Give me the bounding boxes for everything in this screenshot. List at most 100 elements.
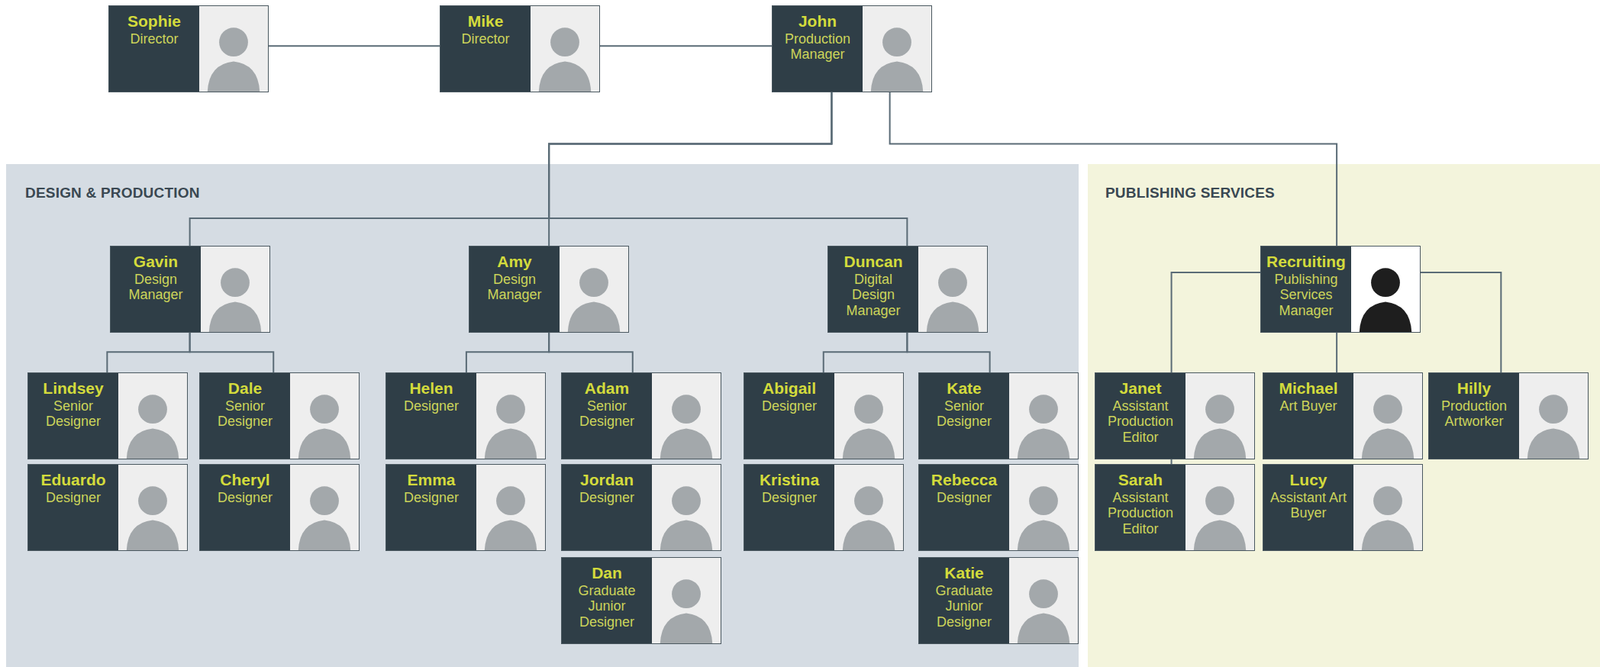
person-card: HillyProduction Artworker — [1428, 372, 1589, 460]
job-title: Assistant Art Buyer — [1267, 490, 1349, 521]
silhouette-head — [496, 394, 526, 424]
job-title: Digital Design Manager — [832, 271, 914, 318]
silhouette-body — [298, 519, 351, 551]
silhouette-body — [842, 519, 895, 551]
silhouette-head — [1205, 394, 1235, 424]
card-label-panel: EmmaDesigner — [386, 464, 477, 551]
reporting-line — [906, 332, 990, 373]
person-name: Gavin — [133, 251, 178, 271]
silhouette-head — [496, 486, 526, 516]
person-name: Mike — [467, 11, 504, 31]
job-title: Designer — [390, 398, 472, 414]
card-label-panel: RebeccaDesigner — [919, 464, 1010, 551]
department-band: DESIGN & PRODUCTIONGavinDesign ManagerAm… — [6, 164, 1079, 667]
silhouette-body — [126, 428, 179, 459]
department-heading: DESIGN & PRODUCTION — [25, 184, 200, 202]
reporting-line — [548, 92, 907, 246]
card-label-panel: DanGraduate Junior Designer — [561, 558, 652, 644]
job-title: Production Artworker — [1433, 398, 1515, 430]
silhouette-body — [842, 428, 895, 459]
photo-frame — [918, 246, 988, 333]
person-card: HelenDesigner — [385, 372, 546, 460]
card-label-panel: CherylDesigner — [200, 464, 291, 551]
silhouette-head — [309, 394, 339, 424]
card-label-panel: HillyProduction Artworker — [1429, 373, 1520, 459]
job-title: Designer — [32, 490, 114, 506]
person-name: Dan — [591, 563, 623, 583]
reporting-line — [190, 92, 833, 246]
job-title: Director — [445, 31, 526, 47]
photo-frame — [1009, 558, 1078, 644]
portrait-silhouette — [1351, 246, 1420, 333]
portrait-silhouette — [1009, 558, 1078, 644]
silhouette-body — [660, 428, 713, 459]
person-card: JohnProduction Manager — [771, 5, 933, 93]
reporting-line — [268, 45, 440, 47]
reporting-line — [466, 332, 549, 373]
person-card: AmyDesign Manager — [468, 245, 630, 333]
photo-frame — [1009, 464, 1078, 551]
photo-frame — [1351, 246, 1420, 333]
silhouette-body — [1017, 519, 1070, 551]
job-title: Design Manager — [115, 271, 197, 303]
card-label-panel: GavinDesign Manager — [110, 246, 201, 333]
person-card: KristinaDesigner — [743, 464, 904, 552]
portrait-silhouette — [1353, 464, 1423, 551]
job-title: Designer — [566, 490, 648, 506]
photo-frame — [559, 246, 629, 333]
person-card: EduardoDesigner — [27, 464, 188, 552]
person-name: Katie — [944, 563, 984, 583]
reporting-line — [548, 92, 832, 246]
band-fill — [1087, 164, 1600, 667]
card-label-panel: KatieGraduate Junior Designer — [919, 558, 1010, 644]
person-card: DanGraduate Junior Designer — [561, 557, 722, 645]
portrait-silhouette — [559, 246, 629, 333]
portrait-silhouette — [918, 246, 988, 333]
card-label-panel: JordanDesigner — [561, 464, 652, 551]
silhouette-body — [1361, 519, 1414, 551]
person-name: Emma — [406, 470, 455, 490]
silhouette-body — [484, 519, 537, 551]
photo-frame — [118, 373, 188, 459]
card-label-panel: JanetAssistant Production Editor — [1095, 373, 1186, 459]
person-card: MichaelArt Buyer — [1262, 372, 1423, 460]
silhouette-head — [579, 267, 609, 297]
person-name: Abigail — [762, 378, 817, 398]
portrait-silhouette — [1185, 464, 1255, 551]
photo-frame — [1353, 464, 1423, 551]
portrait-silhouette — [290, 373, 359, 459]
silhouette-head — [138, 486, 168, 516]
portrait-silhouette — [290, 464, 359, 551]
job-title: Graduate Junior Designer — [923, 583, 1005, 630]
card-label-panel: MichaelArt Buyer — [1263, 373, 1354, 459]
reporting-line — [1171, 272, 1261, 373]
job-title: Design Manager — [474, 271, 555, 303]
person-name: Helen — [409, 378, 453, 398]
job-title: Senior Designer — [923, 398, 1005, 430]
photo-frame — [1009, 373, 1078, 459]
person-card: SophieDirector — [108, 5, 269, 93]
portrait-silhouette — [476, 464, 546, 551]
card-label-panel: DuncanDigital Design Manager — [828, 246, 919, 333]
silhouette-body — [1359, 301, 1412, 333]
card-label-panel: JohnProduction Manager — [772, 6, 863, 92]
portrait-silhouette — [1353, 373, 1423, 459]
person-name: Recruiting — [1266, 251, 1346, 271]
person-name: Eduardo — [40, 470, 106, 490]
person-name: Lucy — [1289, 470, 1327, 490]
job-title: Art Buyer — [1267, 398, 1349, 414]
job-title: Designer — [923, 490, 1005, 506]
portrait-silhouette — [1185, 373, 1255, 459]
reporting-line — [1335, 332, 1338, 373]
photo-frame — [651, 373, 721, 459]
card-label-panel: AbigailDesigner — [744, 373, 835, 459]
silhouette-head — [1029, 486, 1059, 516]
card-label-panel: AdamSenior Designer — [561, 373, 652, 459]
silhouette-head — [220, 267, 250, 297]
photo-frame — [651, 464, 721, 551]
reporting-line — [190, 332, 275, 373]
card-label-panel: EduardoDesigner — [28, 464, 119, 551]
person-name: Cheryl — [219, 470, 270, 490]
